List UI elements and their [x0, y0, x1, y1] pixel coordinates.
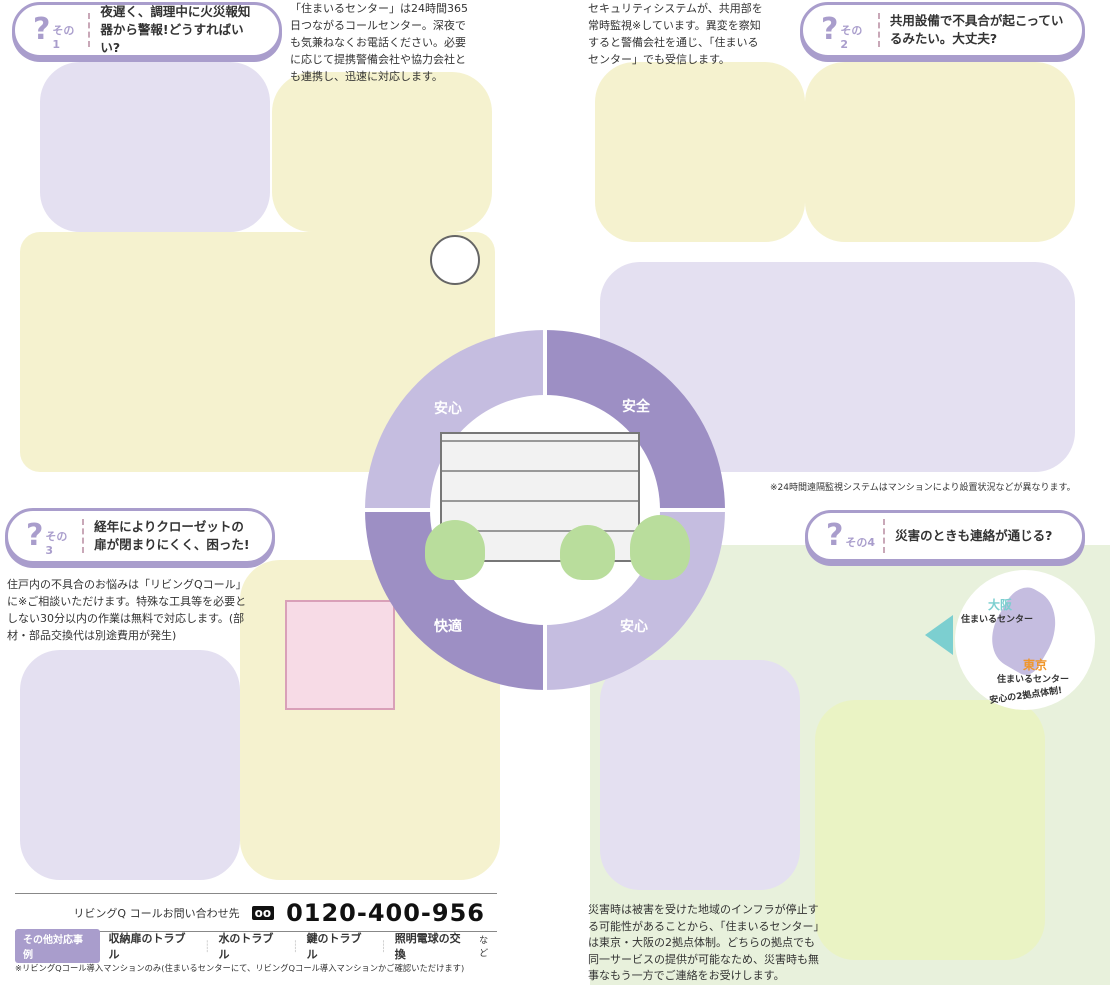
ring-label: 安全 [622, 399, 650, 415]
case2-footnote: ※24時間遠隔監視システムはマンションにより設置状況などが異なります。 [770, 483, 1076, 493]
example-item: 水のトラブル [218, 932, 274, 961]
case-number: その3 [45, 529, 68, 557]
tree-icon [630, 515, 690, 580]
divider [88, 13, 91, 47]
tokyo-center-label: 住まいるセンター [997, 675, 1070, 685]
other-cases-badge: その他対応事例 [15, 929, 101, 963]
case-number: その2 [840, 23, 863, 51]
illustration-operator-3 [20, 650, 240, 880]
japan-locations-circle: 大阪 住まいるセンター 東京 住まいるセンター 安心の2拠点体制! [955, 570, 1095, 710]
example-item: 鍵のトラブル [306, 932, 362, 961]
case3-question-bubble: ? その3 経年によりクローゼットの扉が閉まりにくく、困った! [5, 508, 275, 564]
case3-description: 住戸内の不具合のお悩みは「リビングQコール」に※ご相談いただけます。特殊な工具等… [7, 578, 247, 642]
illustration-operator-4 [600, 660, 800, 890]
question-mark-icon: ? [826, 518, 844, 553]
osaka-label: 大阪 [988, 598, 1013, 612]
illustration-operator-1 [40, 62, 270, 232]
case2-question-bubble: ? その2 共用設備で不具合が起こっているみたい。大丈夫? [800, 2, 1085, 58]
case1-question-bubble: ? その1 夜遅く、調理中に火災報知器から警報!どうすればいい? [12, 2, 282, 58]
question-mark-icon: ? [33, 12, 51, 47]
case-question: 災害のときも連絡が通じる? [895, 528, 1053, 543]
case-number: その4 [845, 536, 876, 549]
tree-icon [560, 525, 615, 580]
case4-question-bubble: ? その4 災害のときも連絡が通じる? [805, 510, 1085, 562]
phone-number[interactable]: 0120-400-956 [286, 898, 485, 927]
question-mark-icon: ? [26, 518, 44, 553]
osaka-center-label: 住まいるセンター [961, 615, 1034, 625]
ring-label: 安心 [434, 401, 462, 417]
case-question: 共用設備で不具合が起こっているみたい。大丈夫? [889, 13, 1064, 46]
case-question: 経年によりクローゼットの扉が閉まりにくく、困った! [94, 519, 250, 552]
divider [82, 519, 85, 553]
tokyo-label: 東京 [1023, 658, 1048, 672]
divider [883, 519, 886, 553]
case2-description: セキュリティシステムが、共用部を常時監視※しています。異変を察知すると警備会社を… [588, 2, 763, 66]
contact-section: リビングQ コールお問い合わせ先 oo 0120-400-956 その他対応事例… [15, 893, 497, 993]
question-mark-icon: ? [821, 12, 839, 47]
clock-icon [430, 235, 480, 285]
example-item: 収納扉のトラブル [108, 932, 186, 961]
illustration-couple-worried [805, 62, 1075, 242]
contact-label: リビングQ コールお問い合わせ先 [73, 906, 240, 920]
case-question: 夜遅く、調理中に火災報知器から警報!どうすればいい? [100, 4, 251, 55]
example-item: 照明電球の交換 [394, 932, 461, 961]
freedial-icon: oo [251, 905, 275, 920]
case1-description: 「住まいるセンター」は24時間365日つながるコールセンター。深夜でも気兼ねなく… [290, 2, 468, 83]
illustration-security-operator [272, 72, 492, 232]
divider [877, 13, 880, 47]
illustration-elderly-couple [815, 700, 1045, 960]
ring-label: 快適 [434, 619, 462, 635]
etc-label: など [479, 936, 489, 959]
case-number: その1 [52, 23, 75, 51]
arrow-icon [925, 615, 953, 655]
illustration-parking-alert [595, 62, 805, 242]
ring-label: 安心 [620, 619, 648, 635]
case4-description: 災害時は被害を受けた地域のインフラが停止する可能性があることから、「住まいるセン… [588, 903, 819, 982]
tagline: 安心の2拠点体制! [988, 685, 1063, 707]
contact-footnote: ※リビングQコール導入マンションのみ(住まいるセンターにて、リビングQコール導入… [15, 963, 465, 973]
tree-icon [425, 520, 485, 580]
